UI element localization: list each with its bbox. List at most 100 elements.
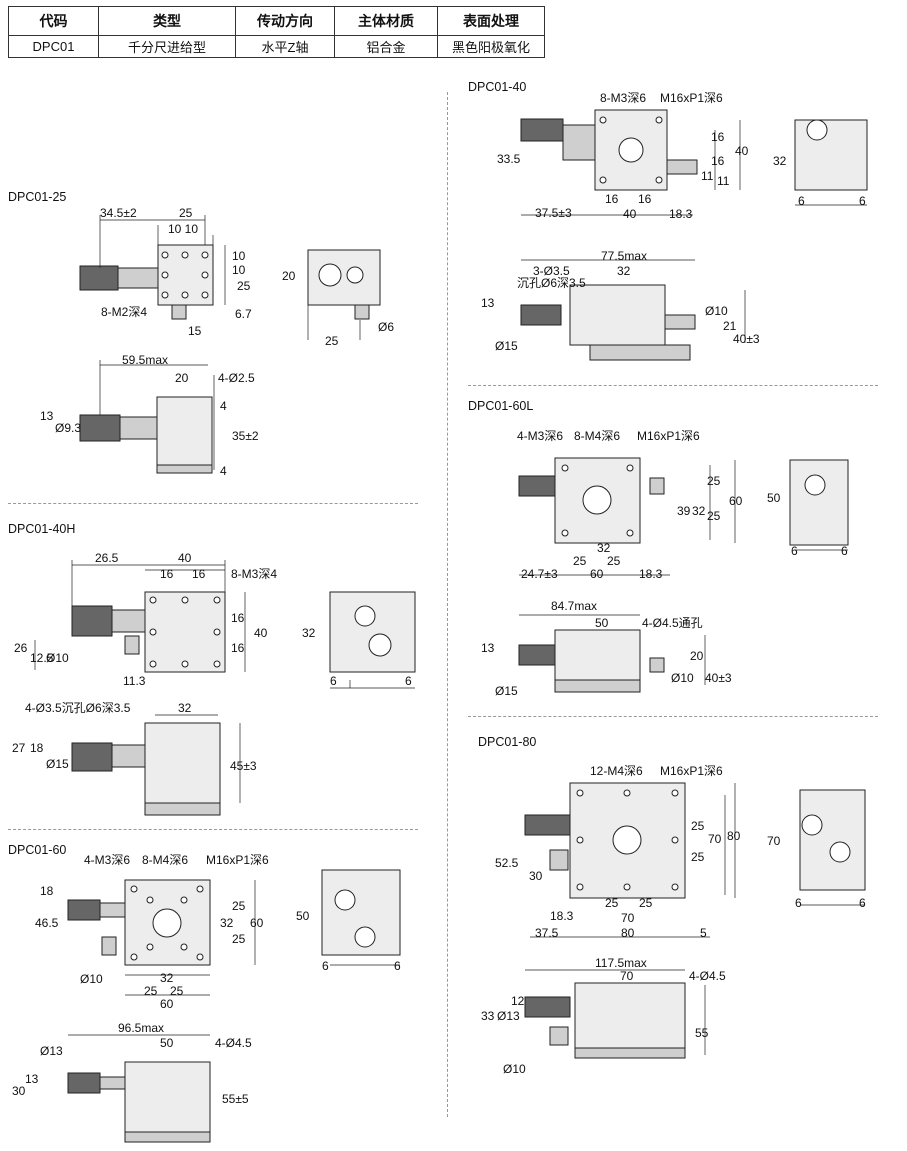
dim-label: 26 xyxy=(14,641,28,655)
dim-label: 25 xyxy=(639,896,653,910)
dim-label: 25 xyxy=(691,850,705,864)
dim-label: M16xP1深6 xyxy=(206,853,269,867)
dim-label: Ø10 xyxy=(705,304,728,318)
dim-label: 40±3 xyxy=(705,671,732,685)
spec-header-row: 代码 类型 传动方向 主体材质 表面处理 xyxy=(8,6,545,36)
dim-label: 32 xyxy=(773,154,787,168)
dim-label: 12-M4深6 xyxy=(590,764,643,778)
dim-label: 12.5 xyxy=(30,651,54,665)
dim-label: 6 xyxy=(405,674,412,688)
dim-label: 25 xyxy=(707,509,721,523)
dim-label: 70 xyxy=(708,832,722,846)
dim-label: 25 xyxy=(573,554,587,568)
dim-label: 70 xyxy=(767,834,781,848)
dim-label: 96.5max xyxy=(118,1021,164,1035)
dpc01-40-dimension-labels: 8-M3深6 M16xP1深6 33.5 16 16 40 11 11 37.5… xyxy=(481,91,866,353)
dim-label: 5 xyxy=(700,926,707,940)
dim-label: 20 xyxy=(175,371,189,385)
dim-label: 80 xyxy=(727,829,741,843)
dim-label: 25 xyxy=(170,984,184,998)
dim-label: 6 xyxy=(394,959,401,973)
dim-label: Ø13 xyxy=(497,1009,520,1023)
section-title-dpc01-40: DPC01-40 xyxy=(468,80,527,94)
dim-label: 32 xyxy=(178,701,192,715)
dim-label: 40±3 xyxy=(733,332,760,346)
spec-header-material: 主体材质 xyxy=(334,6,438,36)
dim-label: 25 xyxy=(325,334,339,348)
dim-label: 6 xyxy=(798,194,805,208)
spec-cell-finish: 黑色阳极氧化 xyxy=(437,35,545,58)
dim-label: 45±3 xyxy=(230,759,257,773)
dpc01-80-front-view xyxy=(524,982,686,1059)
dim-label: 6 xyxy=(795,896,802,910)
dim-label: 3-Ø3.5 xyxy=(533,264,570,278)
dim-label: 16 xyxy=(638,192,652,206)
drawing-dpc01-60l: 4-M3深6 8-M4深6 M16xP1深6 25 39 32 25 60 32… xyxy=(481,429,849,698)
section-title-dpc01-40h: DPC01-40H xyxy=(8,522,76,536)
dim-label: 52.5 xyxy=(495,856,519,870)
dim-label: 4 xyxy=(220,464,227,478)
dim-label: 10 xyxy=(232,249,246,263)
dpc01-60l-dimension-labels: 4-M3深6 8-M4深6 M16xP1深6 25 39 32 25 60 32… xyxy=(481,429,848,698)
dim-label: 40 xyxy=(735,144,749,158)
dim-label: 50 xyxy=(160,1036,174,1050)
dpc01-40h-front-view xyxy=(71,722,221,816)
dim-label: 4-Ø4.5通孔 xyxy=(642,616,703,630)
dim-label: 4-Ø2.5 xyxy=(218,371,255,385)
dpc01-25-side-view xyxy=(307,249,381,320)
dim-label: 50 xyxy=(595,616,609,630)
dim-label: 39 xyxy=(677,504,691,518)
dpc01-40-top-view xyxy=(520,109,698,191)
dim-label: 8-M2深4 xyxy=(101,305,147,319)
dim-label: 80 xyxy=(621,926,635,940)
dim-label: 13 xyxy=(481,296,495,310)
dim-label: 8-M3深6 xyxy=(600,91,646,105)
dim-label: 30 xyxy=(12,1084,26,1098)
dim-label: 50 xyxy=(296,909,310,923)
dim-label: 32 xyxy=(302,626,316,640)
dim-label: Ø13 xyxy=(40,1044,63,1058)
spec-header-code: 代码 xyxy=(8,6,99,36)
dim-label: 11 xyxy=(701,169,714,183)
dim-label: 4 xyxy=(220,399,227,413)
dim-label: 60 xyxy=(590,567,604,581)
spec-table: 代码 类型 传动方向 主体材质 表面处理 DPC01 千分尺进给型 水平Z轴 铝… xyxy=(8,6,545,58)
dpc01-80-top-view xyxy=(524,782,686,899)
drawing-dpc01-60: 4-M3深6 8-M4深6 M16xP1深6 18 46.5 25 32 25 … xyxy=(12,853,401,1143)
dim-label: 12 xyxy=(511,994,525,1008)
section-title-dpc01-60: DPC01-60 xyxy=(8,843,67,857)
dpc01-60l-front-view xyxy=(518,629,665,693)
dpc01-25-dimension-labels: 34.5±2 25 10 10 10 10 25 20 8-M2深4 6.7 1… xyxy=(40,206,394,478)
dim-label: 21 xyxy=(723,319,737,333)
dim-label: 32 xyxy=(597,541,611,555)
dim-label: 32 xyxy=(220,916,234,930)
dim-label: Ø15 xyxy=(46,757,69,771)
column-divider xyxy=(447,92,448,1117)
dim-label: 40 xyxy=(178,551,192,565)
dim-label: 6 xyxy=(330,674,337,688)
section-divider-left-1 xyxy=(8,503,418,504)
dpc01-80-dimension-labels: 12-M4深6 M16xP1深6 52.5 30 25 25 70 80 18.… xyxy=(481,764,866,1076)
dim-label: 18.3 xyxy=(639,567,663,581)
dpc01-40h-dimension-labels: 26.5 40 16 16 8-M3深4 16 16 40 26 12.5 Ø1… xyxy=(12,551,412,773)
dim-label: 4-Ø4.5 xyxy=(689,969,726,983)
dpc01-60-front-view xyxy=(67,1061,211,1143)
dim-label: 25 xyxy=(691,819,705,833)
dim-label: 35±2 xyxy=(232,429,259,443)
dim-label: 10 10 xyxy=(168,222,198,236)
dim-label: 25 xyxy=(605,896,619,910)
dim-label: 4-Ø3.5沉孔Ø6深3.5 xyxy=(25,701,131,715)
section-divider-right-2 xyxy=(468,716,878,717)
dpc01-40h-top-view xyxy=(71,591,226,673)
dim-label: 77.5max xyxy=(601,249,647,263)
dim-label: 13 xyxy=(40,409,54,423)
dim-label: 25 xyxy=(179,206,193,220)
spec-cell-code: DPC01 xyxy=(8,35,99,58)
dim-label: 8-M4深6 xyxy=(142,853,188,867)
dim-label: M16xP1深6 xyxy=(637,429,700,443)
dpc01-60l-side-view xyxy=(789,459,849,546)
dim-label: Ø10 xyxy=(503,1062,526,1076)
dim-label: 32 xyxy=(692,504,706,518)
dim-label: 40 xyxy=(254,626,268,640)
dim-label: Ø15 xyxy=(495,339,518,353)
